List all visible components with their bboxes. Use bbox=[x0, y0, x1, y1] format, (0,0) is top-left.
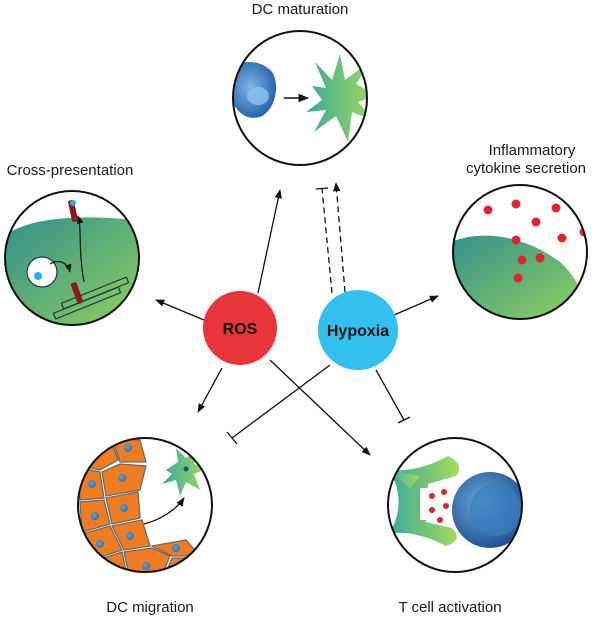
arrow-ros-cross-presentation bbox=[155, 299, 205, 321]
dc-immature-cell-icon bbox=[233, 62, 277, 118]
panel-title-inflammatory-line1: Inflammatory bbox=[489, 142, 576, 159]
arrow-ros-dc-migration bbox=[197, 367, 223, 413]
panel-dc-maturation bbox=[232, 30, 368, 166]
endoplasmic-reticulum-icon bbox=[52, 276, 130, 320]
arrow-ros-t-cell-activation bbox=[269, 359, 371, 456]
inhibit-hypoxia-t-cell-activation bbox=[375, 369, 405, 421]
panel-title-cross-presentation: Cross-presentation bbox=[7, 162, 134, 179]
panel-title-dc-maturation: DC maturation bbox=[252, 1, 349, 18]
panel-title-inflammatory-line2: cytokine secretion bbox=[466, 160, 586, 177]
arrow-hypoxia-inflammatory bbox=[393, 295, 439, 316]
dc-mature-cell-icon bbox=[306, 54, 367, 142]
panel-title-t-cell-activation: T cell activation bbox=[398, 599, 501, 616]
connectors bbox=[155, 182, 439, 456]
panel-cross-presentation bbox=[4, 190, 140, 326]
node-hypoxia-label: Hypoxia bbox=[327, 323, 389, 340]
node-hypoxia: Hypoxia bbox=[318, 290, 398, 370]
node-ros-label: ROS bbox=[223, 321, 258, 338]
phagosome-icon bbox=[26, 256, 72, 288]
panel-t-cell-activation bbox=[387, 437, 523, 573]
panel-inflammatory-cytokine bbox=[452, 184, 588, 320]
migrating-dc-icon bbox=[162, 448, 208, 496]
panel-title-dc-migration: DC migration bbox=[106, 599, 194, 616]
panel-dc-migration bbox=[77, 437, 213, 573]
t-cell-icon bbox=[452, 472, 522, 548]
inhibit-hypoxia-dc-migration bbox=[231, 364, 331, 439]
arrow-ros-dc-maturation bbox=[257, 189, 282, 294]
dashed-arrow-hypoxia-dc-maturation bbox=[333, 182, 346, 293]
node-ros: ROS bbox=[203, 291, 277, 365]
dashed-inhibit-hypoxia-dc-maturation bbox=[321, 187, 333, 294]
cytokine-dot-icon bbox=[429, 489, 449, 523]
